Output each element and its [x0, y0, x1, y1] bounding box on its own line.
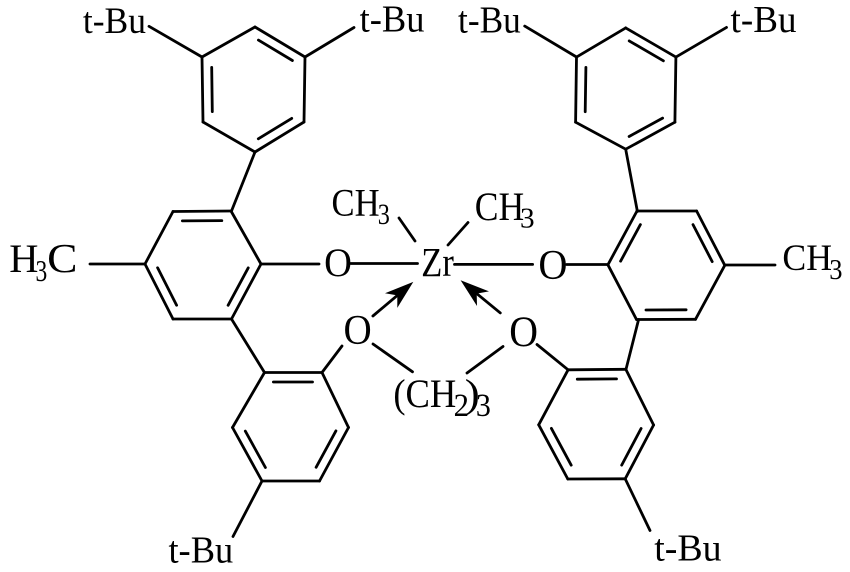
svg-text:CH: CH: [782, 236, 832, 278]
svg-text:t-Bu: t-Bu: [360, 0, 425, 41]
svg-text:O: O: [509, 308, 538, 356]
svg-text:C: C: [47, 236, 77, 282]
svg-text:t-Bu: t-Bu: [654, 527, 721, 567]
svg-text:O: O: [324, 240, 352, 285]
svg-text:t-Bu: t-Bu: [731, 0, 797, 41]
svg-text:Zr: Zr: [421, 240, 454, 286]
svg-text:t-Bu: t-Bu: [168, 530, 233, 567]
svg-text:CH: CH: [332, 181, 380, 225]
svg-text:O: O: [538, 241, 567, 288]
svg-text:t-Bu: t-Bu: [458, 0, 521, 41]
svg-text:3: 3: [829, 254, 842, 285]
svg-text:CH: CH: [475, 185, 524, 229]
svg-text:(CH: (CH: [393, 372, 456, 416]
svg-text:3: 3: [520, 203, 535, 235]
svg-text:H: H: [9, 236, 38, 281]
svg-text:3: 3: [476, 387, 491, 423]
svg-text:t-Bu: t-Bu: [83, 0, 146, 41]
svg-text:3: 3: [36, 254, 48, 288]
svg-text:O: O: [344, 307, 372, 354]
svg-text:3: 3: [378, 197, 390, 230]
